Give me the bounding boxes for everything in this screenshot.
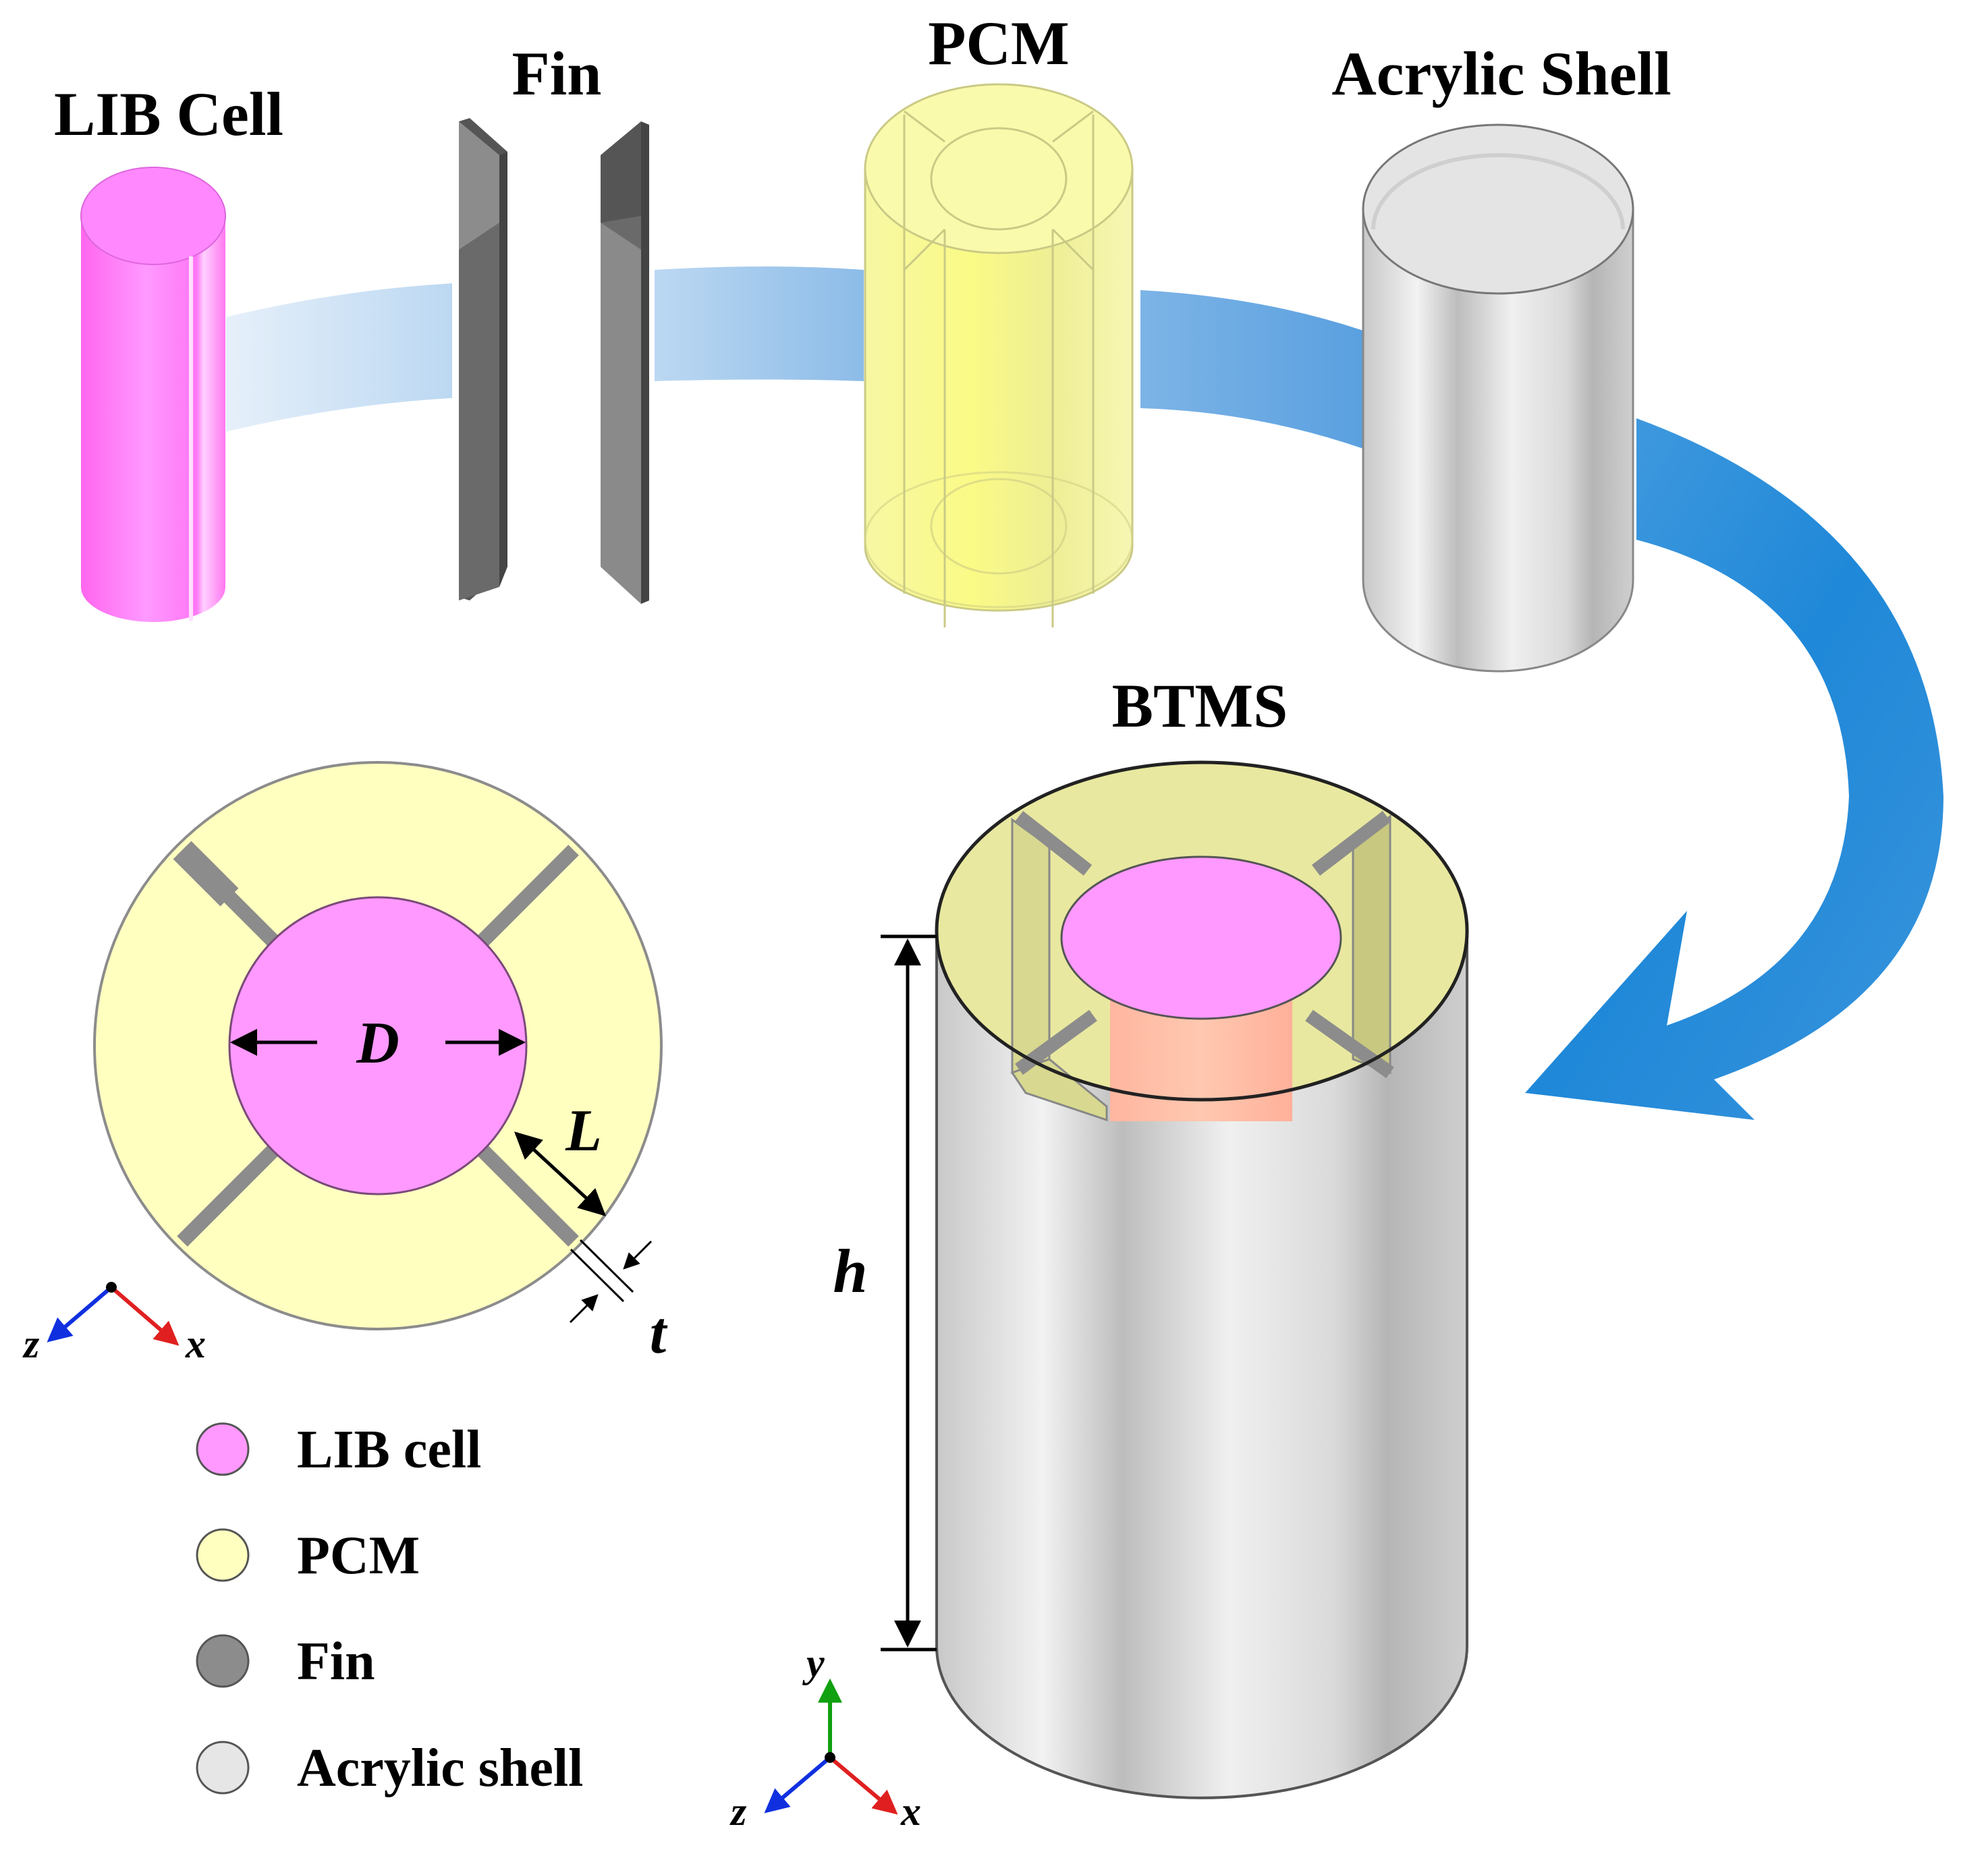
svg-text:LIB cell: LIB cell [297,1420,481,1480]
fin-length-arrow [514,1131,606,1216]
lib-cell-circle [228,896,528,1195]
svg-text:Acrylic shell: Acrylic shell [297,1739,583,1798]
title-lib-cell: LIB Cell [54,80,283,148]
fin-left-3d [459,118,507,600]
fin-length-label: L [565,1098,602,1164]
flow-band-1 [226,283,452,432]
axis-x-top: x [185,1322,206,1366]
btms-cell-top [1060,855,1342,1020]
flow-band-2 [655,266,864,381]
axis-z-top: z [22,1322,40,1366]
svg-text:PCM: PCM [297,1526,420,1585]
top-view-cross-section: D L t [93,761,668,1366]
btms-fin-top-right [1311,811,1391,876]
legend-item-fin: Fin [196,1632,375,1691]
fin-right-3d [601,121,649,604]
title-pcm: PCM [928,9,1069,78]
curved-arrow [1525,418,1943,1120]
fin-thickness-label: t [650,1301,668,1366]
legend: LIB cell PCM Fin Acrylic shell [196,1420,583,1798]
axis-z-iso: z [729,1789,747,1834]
title-acrylic-shell: Acrylic Shell [1331,39,1671,108]
fin-bottom-left [177,1135,289,1247]
height-dimension: h [833,934,937,1652]
axis-y-iso: y [802,1641,825,1685]
title-fin: Fin [512,39,602,108]
acrylic-shell-3d [1362,123,1634,673]
fin-top-left [173,841,289,957]
btms-fin-top-left [1014,811,1093,876]
iso-view-axes: y z x [729,1641,921,1834]
thickness-arrow-1 [623,1240,653,1270]
fin-top-right [467,845,579,957]
btms-fin-bottom-right [1305,1009,1394,1079]
legend-item-lib-cell: LIB cell [196,1420,481,1480]
thickness-arrow-2 [569,1294,599,1324]
title-btms: BTMS [1112,671,1288,740]
diameter-label: D [356,1011,399,1076]
lib-cell-3d [80,167,226,622]
flow-band-3 [1140,290,1363,449]
legend-item-pcm: PCM [196,1526,420,1585]
legend-item-acrylic-shell: Acrylic shell [196,1739,583,1798]
axis-x-iso: x [900,1789,921,1834]
btms-assembly-3d [935,760,1469,1799]
top-view-axes: z x [22,1282,206,1366]
height-label: h [833,1237,867,1305]
svg-text:Fin: Fin [297,1632,375,1691]
pcm-3d [864,83,1134,627]
